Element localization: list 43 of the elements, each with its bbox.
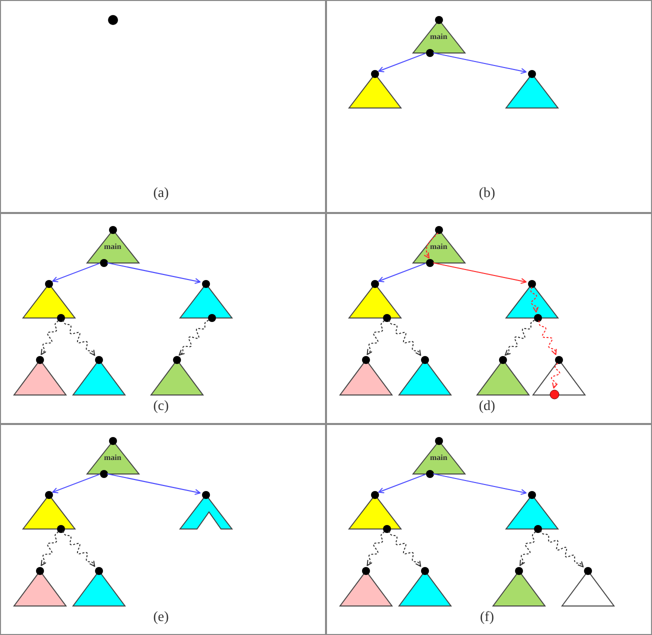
triangle-label: main [104, 242, 122, 251]
panel-caption: (e) [152, 610, 170, 626]
marker-dot [550, 390, 558, 398]
panel [0, 0, 326, 213]
triangle-label: main [430, 242, 448, 251]
arrow [378, 52, 426, 72]
squiggly-arrow [40, 531, 59, 566]
node-dot [108, 15, 118, 25]
squiggly-arrow [550, 362, 560, 389]
arrow [378, 474, 426, 494]
arrow [378, 262, 426, 282]
panel-caption: (d) [478, 399, 496, 415]
arrow [106, 262, 201, 284]
arrow [432, 473, 527, 495]
squiggly-arrow [366, 320, 385, 356]
squiggly-arrow [540, 530, 584, 568]
squiggly-arrow [388, 319, 422, 356]
panel [0, 424, 326, 635]
squiggly-arrow [178, 320, 209, 356]
panel [326, 0, 652, 213]
panel-caption: (b) [478, 186, 496, 202]
squiggly-arrow [62, 530, 96, 567]
squiggly-arrow [366, 531, 385, 566]
panel-caption: (f) [479, 610, 495, 626]
arrow [52, 474, 100, 494]
panel [326, 424, 652, 635]
panel [326, 213, 652, 424]
arrow [432, 262, 527, 284]
arrow [52, 262, 100, 282]
panel-caption: (a) [152, 186, 170, 202]
arrow [106, 473, 201, 495]
triangle-label: main [104, 453, 122, 462]
squiggly-arrow [504, 320, 535, 356]
squiggly-arrow [62, 319, 96, 356]
triangle-label: main [430, 453, 448, 462]
panel [0, 213, 326, 424]
squiggly-arrow [538, 320, 557, 356]
squiggly-arrow [40, 320, 59, 356]
arrow [432, 52, 527, 74]
triangle-label: main [430, 32, 448, 41]
panel-caption: (c) [152, 399, 170, 415]
squiggly-arrow [388, 530, 422, 567]
squiggly-arrow [520, 531, 536, 566]
